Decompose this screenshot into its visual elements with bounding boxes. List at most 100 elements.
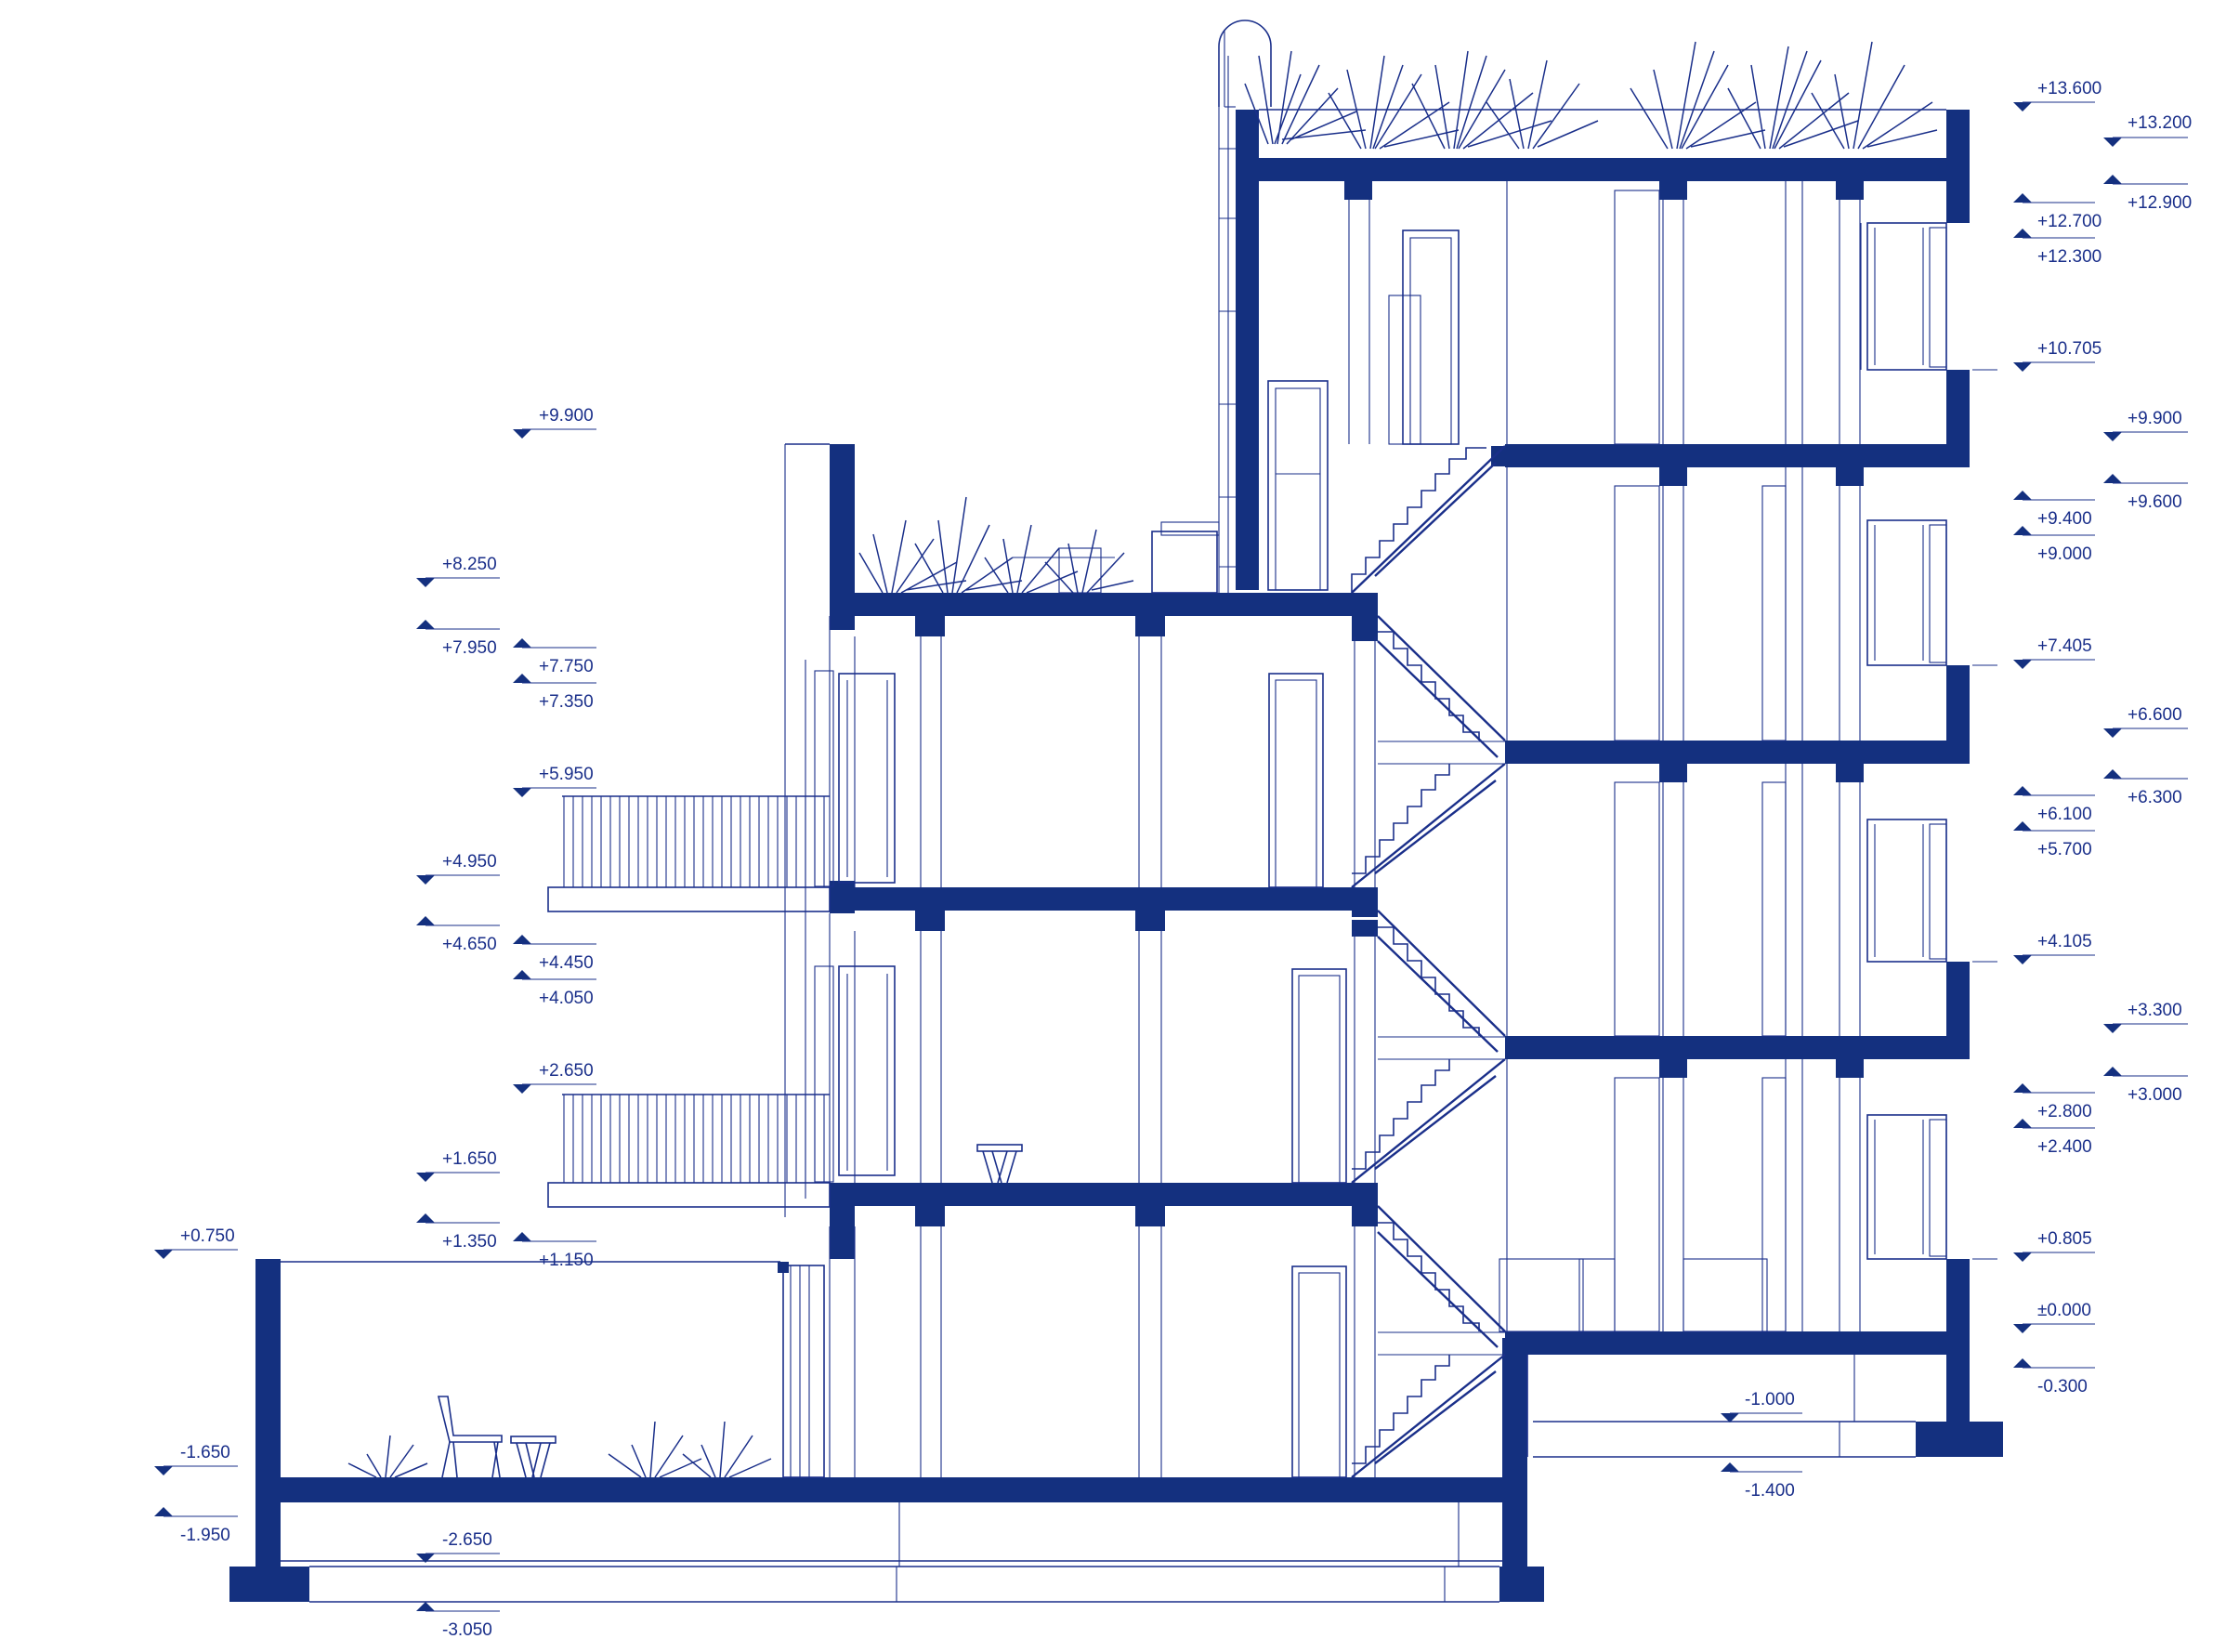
- level-label: ±0.000: [2037, 1301, 2091, 1320]
- level-marker: +2.800: [2013, 1083, 2095, 1121]
- level-label: +5.700: [2037, 840, 2092, 859]
- level-label: -2.650: [442, 1530, 492, 1550]
- level-marker: +9.600: [2103, 474, 2188, 512]
- level-label: +12.700: [2037, 212, 2102, 231]
- level-label: +9.900: [539, 406, 594, 426]
- level-marker: +0.750: [154, 1226, 238, 1259]
- level-marker: +5.950: [513, 765, 596, 797]
- level-marker: +7.750: [513, 638, 596, 676]
- left-block-openings: [814, 670, 1347, 1478]
- foundations: [229, 1421, 2003, 1603]
- level-label: +4.450: [539, 953, 594, 973]
- level-marker: -1.650: [154, 1443, 238, 1475]
- level-marker: +9.900: [513, 406, 596, 439]
- level-marker: +4.450: [513, 935, 596, 973]
- level-label: +6.600: [2128, 705, 2182, 725]
- level-label: +3.300: [2128, 1001, 2182, 1020]
- level-label: +13.600: [2037, 79, 2102, 98]
- roof-plants-upper: [1244, 41, 1938, 150]
- level-marker: +12.900: [2103, 175, 2192, 213]
- left-block-structure: [784, 443, 1378, 1477]
- level-label: +6.100: [2037, 805, 2092, 824]
- level-marker: +1.650: [416, 1149, 500, 1182]
- level-label: +4.105: [2037, 932, 2092, 951]
- level-label: +7.405: [2037, 636, 2092, 656]
- level-markers: +13.600 +13.200 +12.900 +12.700 +12.300 …: [154, 79, 2192, 1640]
- level-marker: +10.705: [1972, 339, 2102, 372]
- level-marker: +6.100: [2013, 786, 2095, 824]
- level-marker: +2.400: [2013, 1119, 2095, 1157]
- level-label: +12.900: [2128, 193, 2192, 213]
- basement-structure: [255, 1259, 1527, 1567]
- level-label: +7.750: [539, 657, 594, 676]
- level-label: +9.600: [2128, 492, 2182, 512]
- level-marker: +9.400: [2013, 491, 2095, 529]
- level-marker: +13.600: [2013, 79, 2102, 111]
- level-label: -1.400: [1745, 1481, 1795, 1501]
- level-label: +3.000: [2128, 1085, 2182, 1105]
- level-marker: +7.950: [416, 620, 500, 658]
- level-label: +2.800: [2037, 1102, 2092, 1121]
- level-label: +9.000: [2037, 544, 2092, 564]
- level-marker: +5.700: [2013, 821, 2095, 859]
- level-marker: +12.300: [2013, 229, 2102, 267]
- level-marker: +4.650: [416, 916, 500, 954]
- tower-windows: [1860, 222, 1947, 1260]
- roof-terrace-furniture: [1013, 521, 1220, 594]
- level-marker: +4.950: [416, 852, 500, 885]
- patio-plants: [347, 1421, 772, 1478]
- staircase: [1351, 445, 1506, 1478]
- level-label: +2.650: [539, 1061, 594, 1081]
- level-marker: +9.900: [2103, 409, 2188, 441]
- level-label: +1.650: [442, 1149, 497, 1169]
- level-label: +4.050: [539, 989, 594, 1008]
- level-label: +0.750: [180, 1226, 235, 1246]
- level-label: -1.650: [180, 1443, 230, 1462]
- level-label: +13.200: [2128, 113, 2192, 133]
- roof-plants-lower: [858, 496, 1134, 594]
- level-marker: -1.000: [1721, 1390, 1802, 1423]
- level-marker: -3.050: [416, 1602, 500, 1640]
- level-label: +9.900: [2128, 409, 2182, 428]
- level-label: -0.300: [2037, 1377, 2088, 1396]
- patio-furniture: [437, 1396, 556, 1478]
- level-marker: +7.405: [1972, 636, 2095, 669]
- level-marker: +3.000: [2103, 1067, 2188, 1105]
- level-marker: +1.350: [416, 1213, 500, 1252]
- level-label: +1.150: [539, 1251, 594, 1270]
- level-marker: +2.650: [513, 1061, 596, 1094]
- level-marker: -2.650: [416, 1530, 500, 1563]
- level-label: -1.950: [180, 1526, 230, 1545]
- level-marker: -1.400: [1721, 1462, 1802, 1501]
- level-marker: +3.300: [2103, 1001, 2188, 1033]
- level-label: +4.650: [442, 935, 497, 954]
- level-label: -3.050: [442, 1620, 492, 1640]
- level-marker: +0.805: [1972, 1229, 2095, 1262]
- level-label: +10.705: [2037, 339, 2102, 359]
- level-marker: +4.050: [513, 970, 596, 1008]
- level-marker: +12.700: [2013, 193, 2102, 231]
- level-label: +12.300: [2037, 247, 2102, 267]
- level-label: +8.250: [442, 555, 497, 574]
- level-label: +7.950: [442, 638, 497, 658]
- level-label: +1.350: [442, 1232, 497, 1252]
- level-label: +5.950: [539, 765, 594, 784]
- level-marker: +8.250: [416, 555, 500, 587]
- level-label: +9.400: [2037, 509, 2092, 529]
- level-marker: ±0.000: [2013, 1301, 2095, 1333]
- level-marker: +13.200: [2103, 113, 2192, 147]
- level-label: +0.805: [2037, 1229, 2092, 1249]
- level-marker: +6.300: [2103, 769, 2188, 807]
- level-marker: +4.105: [1972, 932, 2095, 964]
- level-marker: +7.350: [513, 674, 596, 712]
- level-marker: +9.000: [2013, 526, 2095, 564]
- level-label: +7.350: [539, 692, 594, 712]
- level-marker: +6.600: [2103, 705, 2188, 738]
- tower-structure: [1218, 20, 1970, 1457]
- balconies: [547, 795, 831, 1208]
- level-label: +6.300: [2128, 788, 2182, 807]
- level-marker: -0.300: [2013, 1358, 2095, 1396]
- level-label: -1.000: [1745, 1390, 1795, 1409]
- level-marker: +1.150: [513, 1232, 596, 1270]
